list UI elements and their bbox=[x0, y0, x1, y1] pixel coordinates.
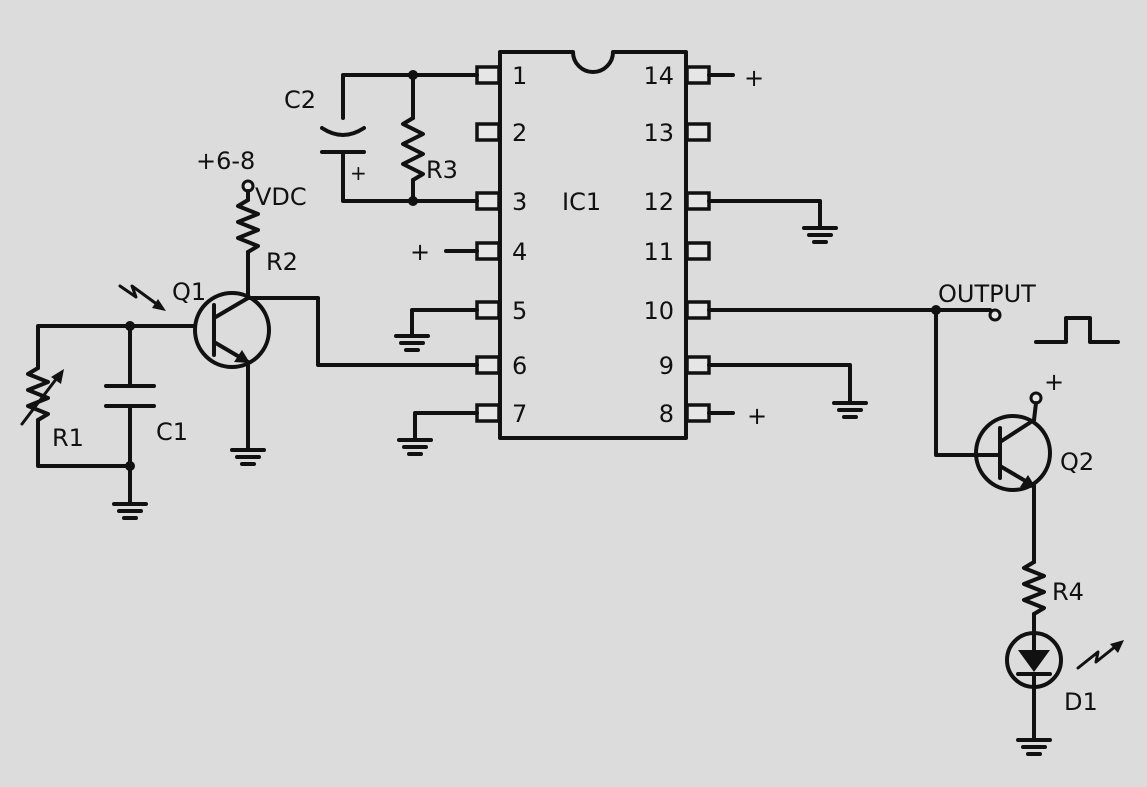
c2-r3-network: C2 + R3 bbox=[284, 70, 479, 206]
ground-symbol-icon bbox=[832, 401, 868, 419]
r2-label: R2 bbox=[266, 248, 298, 276]
supply-unit-label: VDC bbox=[255, 183, 307, 211]
pin4-plus-label: + bbox=[410, 238, 430, 266]
q2-emitter-arrow-icon bbox=[1020, 475, 1036, 488]
pin-2 bbox=[475, 122, 501, 142]
pin-11 bbox=[685, 241, 711, 261]
ground-symbol-icon bbox=[397, 438, 433, 456]
r3-resistor-icon bbox=[401, 116, 425, 182]
ground-symbol-icon bbox=[394, 334, 430, 352]
pin5-ground bbox=[394, 308, 479, 352]
c1-label: C1 bbox=[156, 418, 188, 446]
c2-label: C2 bbox=[284, 86, 316, 114]
pin-label-2: 2 bbox=[512, 119, 527, 147]
pin-12 bbox=[685, 191, 711, 211]
junction-dot bbox=[125, 321, 135, 331]
output-terminal bbox=[988, 308, 1002, 322]
pin-label-12: 12 bbox=[643, 188, 674, 216]
pin-6 bbox=[475, 355, 501, 375]
pin-label-9: 9 bbox=[659, 352, 674, 380]
r1-variable-resistor-icon bbox=[26, 366, 50, 422]
pin-10 bbox=[685, 300, 711, 320]
r4-d1-chain: R4 D1 bbox=[1005, 484, 1124, 756]
pin-1 bbox=[475, 65, 501, 85]
d1-light-arrows-icon bbox=[1076, 640, 1124, 670]
pin-label-6: 6 bbox=[512, 352, 527, 380]
q1-light-arrows-icon bbox=[118, 284, 166, 311]
pin14-plus-label: + bbox=[744, 64, 764, 92]
pin9-ground bbox=[707, 363, 868, 419]
c2-polarity-plus: + bbox=[350, 161, 367, 185]
pin-label-4: 4 bbox=[512, 238, 527, 266]
pin-7 bbox=[475, 403, 501, 423]
pin-13 bbox=[685, 122, 711, 142]
c1-capacitor-icon bbox=[104, 384, 156, 408]
pin4-supply: + bbox=[410, 238, 479, 266]
ground-symbol-icon bbox=[802, 226, 838, 244]
d1-label: D1 bbox=[1064, 688, 1098, 716]
pin-label-1: 1 bbox=[512, 62, 527, 90]
pin-14 bbox=[685, 65, 711, 85]
ic1-chip: IC1 bbox=[498, 50, 688, 440]
junction-dot bbox=[408, 70, 418, 80]
pin-3 bbox=[475, 191, 501, 211]
r1-label: R1 bbox=[52, 424, 84, 452]
pin-label-5: 5 bbox=[512, 297, 527, 325]
q2-plus-label: + bbox=[1044, 368, 1064, 396]
junction-dot bbox=[408, 196, 418, 206]
pin-label-8: 8 bbox=[659, 400, 674, 428]
pin-label-7: 7 bbox=[512, 400, 527, 428]
q1-label: Q1 bbox=[172, 278, 206, 306]
r2-supply: +6-8 VDC R2 bbox=[196, 147, 307, 300]
ic1-label: IC1 bbox=[562, 188, 601, 216]
q1-emitter-arrow-icon bbox=[234, 350, 250, 363]
r1-c1-network: R1 C1 bbox=[20, 321, 197, 520]
q1-transistor: Q1 bbox=[118, 278, 271, 466]
ic1-left-pins: 1 2 3 4 5 6 7 bbox=[475, 62, 527, 428]
pulse-waveform-icon bbox=[1034, 316, 1120, 344]
r3-label: R3 bbox=[426, 156, 458, 184]
pin-label-3: 3 bbox=[512, 188, 527, 216]
q1-npn-transistor-icon bbox=[193, 291, 271, 369]
pin-9 bbox=[685, 355, 711, 375]
pin-label-11: 11 bbox=[643, 238, 674, 266]
ground-symbol-icon bbox=[112, 502, 148, 520]
ic1-right-pins: 14 13 12 11 10 9 8 bbox=[643, 62, 711, 428]
pin12-ground bbox=[707, 199, 838, 244]
pin-4 bbox=[475, 241, 501, 261]
ground-symbol-icon bbox=[1016, 738, 1052, 756]
r2-resistor-icon bbox=[236, 198, 260, 254]
pin-5 bbox=[475, 300, 501, 320]
c2-capacitor-curved-plate-icon bbox=[320, 126, 366, 137]
output-label: OUTPUT bbox=[938, 280, 1036, 308]
pin-label-10: 10 bbox=[643, 297, 674, 325]
pin-8 bbox=[685, 403, 711, 423]
pin-label-13: 13 bbox=[643, 119, 674, 147]
r4-resistor-icon bbox=[1022, 560, 1046, 616]
output-section: OUTPUT bbox=[707, 280, 1120, 344]
pin14-supply: + bbox=[707, 64, 764, 92]
q2-label: Q2 bbox=[1060, 448, 1094, 476]
supply-voltage-label: +6-8 bbox=[196, 147, 255, 175]
q1-collector-wire bbox=[246, 296, 479, 367]
pin-label-14: 14 bbox=[643, 62, 674, 90]
q2-transistor: + Q2 bbox=[934, 308, 1094, 492]
pin7-ground bbox=[397, 411, 479, 456]
r1-variable-arrow-icon bbox=[20, 372, 62, 426]
pin8-supply: + bbox=[707, 402, 767, 430]
q2-npn-transistor-icon bbox=[974, 414, 1052, 492]
pin8-plus-label: + bbox=[747, 402, 767, 430]
r4-label: R4 bbox=[1052, 578, 1084, 606]
junction-dot bbox=[125, 461, 135, 471]
ground-symbol-icon bbox=[230, 448, 266, 466]
